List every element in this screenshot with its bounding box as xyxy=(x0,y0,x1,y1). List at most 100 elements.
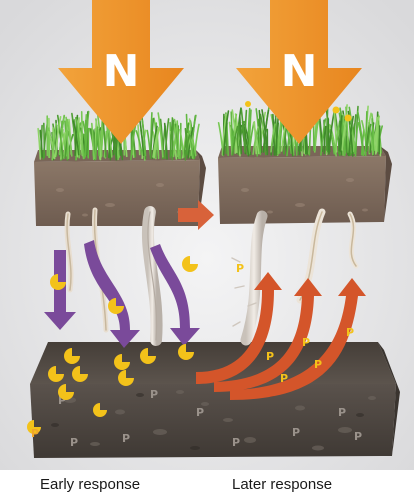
grass-blade xyxy=(270,123,276,153)
grass-blade xyxy=(135,130,143,156)
left-grass xyxy=(37,110,200,161)
grass-blade xyxy=(157,112,164,158)
grass-blade xyxy=(141,119,147,157)
grass-blade xyxy=(152,126,160,158)
soil-p-mark: P xyxy=(354,430,362,443)
grass-blade xyxy=(64,130,70,159)
grass-blade xyxy=(75,117,81,155)
soil-p-mark: P xyxy=(58,394,66,407)
caption-later-response: Later response xyxy=(232,476,333,493)
grass-blade xyxy=(261,109,268,151)
transition-arrow xyxy=(178,200,214,230)
grass-blade xyxy=(371,113,376,152)
grass-blade xyxy=(248,109,252,155)
later-flow-arrows xyxy=(196,272,366,400)
grass-blade xyxy=(323,125,327,155)
grass-blade xyxy=(252,126,260,155)
arrow-p-mark: P xyxy=(266,350,274,363)
grass-blade xyxy=(325,107,331,153)
grass-blade xyxy=(278,121,283,154)
soil-p-mark: P xyxy=(232,436,240,449)
grass-blade xyxy=(184,134,191,161)
grass-blade xyxy=(102,119,107,158)
grass-blade xyxy=(378,125,381,155)
grass-blade xyxy=(320,118,327,156)
soil-p-mark: P xyxy=(31,427,39,440)
grass-blade xyxy=(354,122,359,157)
grass-blade xyxy=(277,119,282,155)
grass-blade xyxy=(371,118,375,154)
grass-blade xyxy=(58,129,64,155)
nitrogen-label-right: N xyxy=(281,46,318,97)
soil-p-mark: P xyxy=(70,436,78,449)
grass-blade xyxy=(262,109,270,153)
grass-blade xyxy=(72,120,80,156)
soil-p-mark: P xyxy=(150,388,158,401)
nitrogen-arrow-right: N xyxy=(236,0,362,144)
pacman-icon xyxy=(108,298,124,314)
caption-early-response: Early response xyxy=(40,476,141,493)
nitrogen-arrow-left: N xyxy=(58,0,184,144)
grass-blade xyxy=(171,119,174,161)
grass-blade xyxy=(345,106,350,153)
soil-bed: P P P P P P P P P P xyxy=(27,342,400,458)
grass-blade xyxy=(365,123,372,152)
grass-blade xyxy=(357,110,365,157)
grass-blade xyxy=(314,120,318,153)
grass-blade xyxy=(222,110,230,156)
grass-blade xyxy=(328,128,336,155)
grass-blade xyxy=(97,129,102,161)
soil-p-mark: P xyxy=(122,432,130,445)
grass-blade xyxy=(37,127,42,160)
grass-blade xyxy=(259,113,267,156)
grass-blade xyxy=(149,117,155,159)
grass-blade xyxy=(240,107,246,153)
grass-blade xyxy=(348,115,354,157)
grass-blade xyxy=(187,128,195,160)
grass-blade xyxy=(231,125,239,156)
pacman-icon xyxy=(178,344,194,360)
right-soil-block xyxy=(218,146,392,224)
pacman-icon xyxy=(118,370,134,386)
grass-blade xyxy=(80,111,84,156)
root-p-mark: P xyxy=(236,262,244,275)
grass-blade xyxy=(169,117,174,159)
grass-blade xyxy=(84,119,87,158)
arrow-p-mark: P xyxy=(280,372,288,385)
grass-blade xyxy=(258,109,263,153)
grass-blade xyxy=(60,131,66,160)
nitrogen-label-left: N xyxy=(103,46,140,97)
grass-blade xyxy=(141,129,147,160)
arrow-p-mark: P xyxy=(346,326,354,339)
pacman-icon xyxy=(48,366,64,382)
later-phosphorus: P P P P P P xyxy=(236,262,354,385)
soil-p-mark: P xyxy=(196,406,204,419)
grass-blade xyxy=(231,109,238,154)
grass-blade xyxy=(51,122,58,161)
grass-blade xyxy=(338,112,346,157)
pacman-icon xyxy=(182,256,198,272)
grass-blade xyxy=(65,116,70,159)
pacman-icon xyxy=(58,384,74,400)
arrow-p-mark: P xyxy=(314,358,322,371)
grass-blade xyxy=(325,105,329,151)
soil-p-mark: P xyxy=(338,406,346,419)
grass-blade xyxy=(164,118,170,159)
grass-blade xyxy=(364,110,368,157)
soil-p-mark: P xyxy=(292,426,300,439)
grass-blade xyxy=(179,128,185,158)
pacman-icon xyxy=(50,274,66,290)
grass-blade xyxy=(91,122,95,160)
grass-blade xyxy=(56,114,64,160)
pacman-icon xyxy=(64,348,80,364)
grass-blade xyxy=(172,121,178,158)
grass-blade xyxy=(39,129,44,158)
arrow-p-mark: P xyxy=(302,336,310,349)
diagram-illustration: P P P P P P P P P P xyxy=(0,0,414,470)
early-flow-arrows xyxy=(44,240,200,348)
grass-blade xyxy=(43,122,46,159)
grass-blade xyxy=(368,121,374,156)
grass-blade xyxy=(66,118,73,157)
grass-blade xyxy=(54,116,62,158)
